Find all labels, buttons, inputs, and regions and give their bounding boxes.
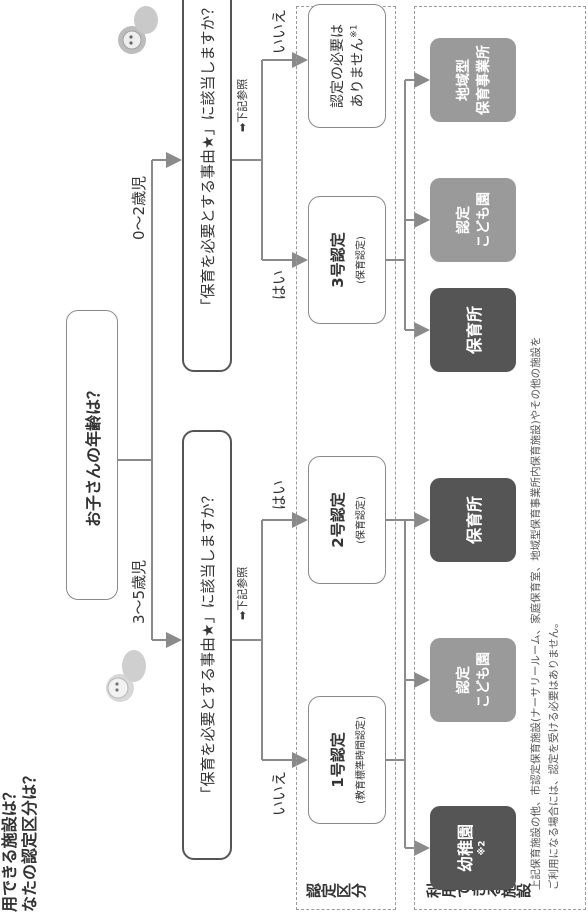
facility-hoikusho-2: 保育所 bbox=[430, 288, 516, 372]
age-question-box: お子さんの年齢は？ bbox=[66, 310, 118, 600]
facility-kodomo-en-2-line2: こども園 bbox=[476, 192, 492, 248]
facility-chiiki: 地域型 保育事業所 bbox=[430, 38, 516, 122]
facility-kodomo-en-2: 認定 こども園 bbox=[430, 178, 516, 262]
cert-2-sub: (保育認定) bbox=[356, 496, 367, 544]
cert-3-title: 3号認定 bbox=[329, 232, 347, 288]
no-cert-line-2-wrap: ありません※1 bbox=[347, 25, 367, 108]
no-cert-line-1: 認定の必要は bbox=[330, 24, 346, 108]
facility-kodomo-en-2-line1: 認定 bbox=[456, 206, 472, 234]
facility-kodomo-en-1-line1: 認定 bbox=[456, 666, 472, 694]
cert-3-sub: (保育認定) bbox=[356, 236, 367, 284]
need-question-box-0-2: 「保育を必要とする事由★」に該当しますか？ bbox=[182, 0, 232, 372]
cert-2-title: 2号認定 bbox=[329, 492, 347, 548]
child-illustration-0-2 bbox=[110, 4, 166, 60]
cert-1-title: 1号認定 bbox=[329, 732, 347, 788]
facility-kodomo-en-1: 認定 こども園 bbox=[430, 638, 516, 722]
footnote-line-1: 上記保育施設の他、市認定保育施設(ナーサリールーム、家庭保育室、地域型保育事業所… bbox=[530, 336, 542, 890]
need-question-text-3-5: 「保育を必要とする事由★」に該当しますか？ bbox=[198, 488, 217, 802]
facility-kodomo-en-1-line2: こども園 bbox=[476, 652, 492, 708]
cert-1-sub: (教育標準時間認定) bbox=[356, 716, 367, 804]
facility-kindergarten-label: 幼稚園 bbox=[455, 824, 475, 873]
age-0-2-label: 0〜2歳児 bbox=[130, 175, 148, 240]
need-question-box-3-5: 「保育を必要とする事由★」に該当しますか？ bbox=[182, 430, 232, 860]
cert-1-box: 1号認定 (教育標準時間認定) bbox=[308, 696, 386, 824]
facility-hoikusho-1: 保育所 bbox=[430, 478, 516, 562]
facility-kindergarten-note: ※2 bbox=[477, 840, 488, 856]
facility-chiiki-line1: 地域型 bbox=[456, 59, 472, 101]
see-below-0-2: ➡下記参照 bbox=[236, 78, 249, 132]
yes-label-0-2: はい bbox=[270, 269, 288, 300]
age-question-text: お子さんの年齢は？ bbox=[84, 383, 103, 528]
child-icon bbox=[106, 650, 146, 702]
header-line-2: なたの認定区分は？ bbox=[20, 767, 39, 912]
no-cert-line-2: ありません bbox=[350, 37, 366, 108]
see-below-3-5: ➡下記参照 bbox=[236, 566, 249, 620]
age-3-5-label: 3〜5歳児 bbox=[130, 559, 148, 624]
no-label-0-2: いいえ bbox=[270, 8, 288, 54]
no-label-3-5: いいえ bbox=[270, 770, 288, 816]
facility-hoikusho-1-label: 保育所 bbox=[465, 496, 484, 545]
cert-3-box: 3号認定 (保育認定) bbox=[308, 196, 386, 324]
facility-kindergarten: 幼稚園※2 bbox=[430, 806, 516, 890]
cert-2-box: 2号認定 (保育認定) bbox=[308, 456, 386, 584]
footnote-line-2: ご利用になる場合には、認定を受ける必要はありません。 bbox=[548, 617, 560, 890]
certification-section-label: 認定区分 bbox=[306, 882, 366, 900]
yes-label-3-5: はい bbox=[270, 479, 288, 510]
facility-chiiki-line2: 保育事業所 bbox=[476, 45, 492, 115]
no-cert-note: ※1 bbox=[349, 24, 360, 38]
baby-icon bbox=[118, 6, 158, 54]
child-illustration-3-5 bbox=[100, 646, 156, 710]
facility-hoikusho-2-label: 保育所 bbox=[465, 306, 484, 355]
no-cert-box: 認定の必要は ありません※1 bbox=[308, 4, 386, 128]
need-question-text-0-2: 「保育を必要とする事由★」に該当しますか？ bbox=[198, 0, 217, 314]
